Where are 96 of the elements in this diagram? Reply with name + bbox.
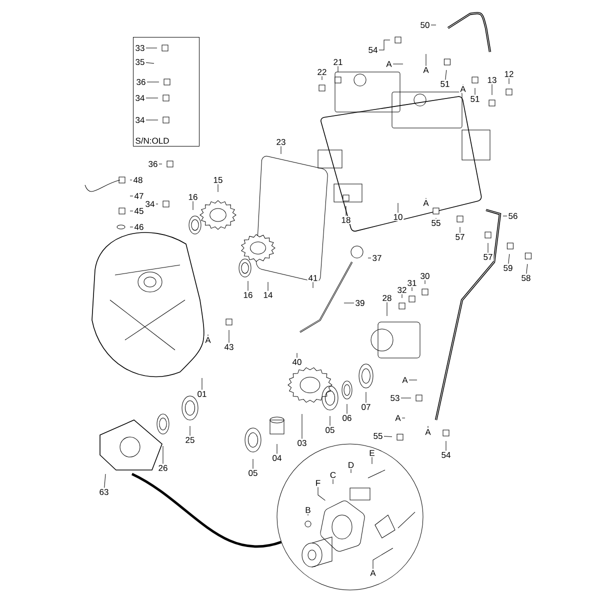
callout-number: 32: [396, 286, 408, 294]
callout-number: 51: [439, 80, 451, 88]
leader-line: [430, 24, 436, 26]
callout-number: 36: [135, 78, 147, 86]
leader-line: [228, 330, 230, 343]
part-letter: A: [459, 85, 467, 93]
callout-number: 04: [271, 454, 283, 462]
leader-line: [192, 201, 194, 210]
leader-line: [162, 446, 164, 464]
leader-line: [372, 548, 394, 570]
callout-number: 05: [247, 469, 259, 478]
callout-number: 54: [440, 451, 452, 459]
callout-number: 26: [157, 464, 169, 472]
leader-line: [130, 210, 134, 212]
leader-line: [378, 40, 390, 50]
callout-number: 55: [372, 432, 384, 440]
part-letter: F: [314, 479, 322, 487]
leader-line: [508, 254, 510, 264]
part-letter: A: [422, 66, 430, 74]
leader-line: [474, 88, 476, 96]
callout-number: 15: [212, 176, 224, 184]
callout-number: 14: [262, 291, 274, 299]
callout-number: 51: [469, 95, 481, 103]
leader-line: [508, 78, 510, 84]
part-letter: E: [368, 449, 376, 457]
callout-number: 56: [507, 212, 519, 220]
callout-number: 07: [360, 403, 372, 412]
callout-number: 33: [134, 44, 146, 52]
callout-number: 22: [316, 68, 328, 76]
part-letter: B: [304, 506, 312, 514]
callout-number: 43: [223, 343, 235, 352]
callout-number: 34: [134, 116, 146, 124]
callout-number: 12: [503, 70, 515, 78]
part-letter: A: [394, 414, 402, 422]
callout-number: 47: [133, 192, 145, 200]
part-letter: D: [346, 461, 356, 469]
leader-line: [344, 302, 354, 304]
callout-number: 28: [381, 294, 393, 302]
callout-number: 53: [389, 394, 401, 402]
callout-number: 06: [341, 414, 353, 422]
callout-number: 31: [406, 279, 418, 288]
callout-number: 25: [184, 436, 196, 444]
callout-number: 35: [134, 58, 146, 66]
leader-line: [350, 468, 352, 474]
leader-line: [386, 302, 388, 316]
callout-number: 21: [332, 58, 344, 66]
leader-line: [280, 146, 282, 154]
callout-number: 41: [307, 274, 319, 282]
leader-line: [130, 226, 134, 228]
callout-number: 18: [340, 216, 352, 224]
callout-number: 57: [454, 233, 466, 241]
callout-number: 46: [133, 223, 145, 232]
callout-number: 57: [482, 253, 494, 261]
callout-number: 45: [133, 207, 145, 215]
leader-line: [312, 282, 314, 288]
leader-line: [424, 280, 426, 284]
callout-number: 36: [147, 160, 159, 168]
callout-number: 54: [367, 46, 379, 54]
part-letter: A: [369, 569, 377, 577]
leader-line: [296, 352, 298, 358]
callout-number: 55: [430, 219, 442, 227]
callout-number: 39: [354, 299, 366, 308]
callout-number: 34: [144, 200, 156, 208]
callout-number: 13: [486, 76, 498, 84]
leader-line: [332, 479, 334, 484]
leader-line: [276, 444, 278, 454]
callout-number: 63: [98, 488, 110, 496]
part-letter: A: [204, 336, 212, 344]
callout-number: 48: [132, 176, 144, 184]
callout-number: 37: [371, 254, 383, 262]
callout-number: 50: [419, 21, 431, 29]
callout-number: 34: [134, 94, 146, 102]
callout-number: 16: [187, 193, 199, 201]
callout-number: 01: [196, 390, 208, 398]
connector-line: [131, 472, 282, 548]
callout-number: 58: [520, 274, 532, 282]
leader-line: [526, 264, 528, 274]
part-letter: A: [385, 60, 393, 68]
leader-line: [146, 62, 154, 64]
part-letter: A: [401, 376, 409, 384]
part-letter: C: [328, 471, 338, 480]
leader-line: [252, 458, 254, 469]
leader-line: [445, 70, 447, 80]
leader-line: [104, 474, 106, 488]
callout-number: 23: [275, 138, 287, 146]
leader-line: [346, 404, 348, 414]
part-letter: A: [422, 199, 430, 207]
callout-number: 03: [296, 439, 308, 448]
callout-number: 59: [502, 264, 514, 272]
part-letter: A: [424, 428, 432, 436]
callout-number: 40: [291, 358, 303, 366]
callout-number: 16: [242, 291, 254, 300]
callout-number: 30: [419, 272, 431, 280]
callout-number: 05: [324, 426, 336, 434]
leader-line: [318, 486, 326, 501]
leader-line: [384, 436, 392, 437]
